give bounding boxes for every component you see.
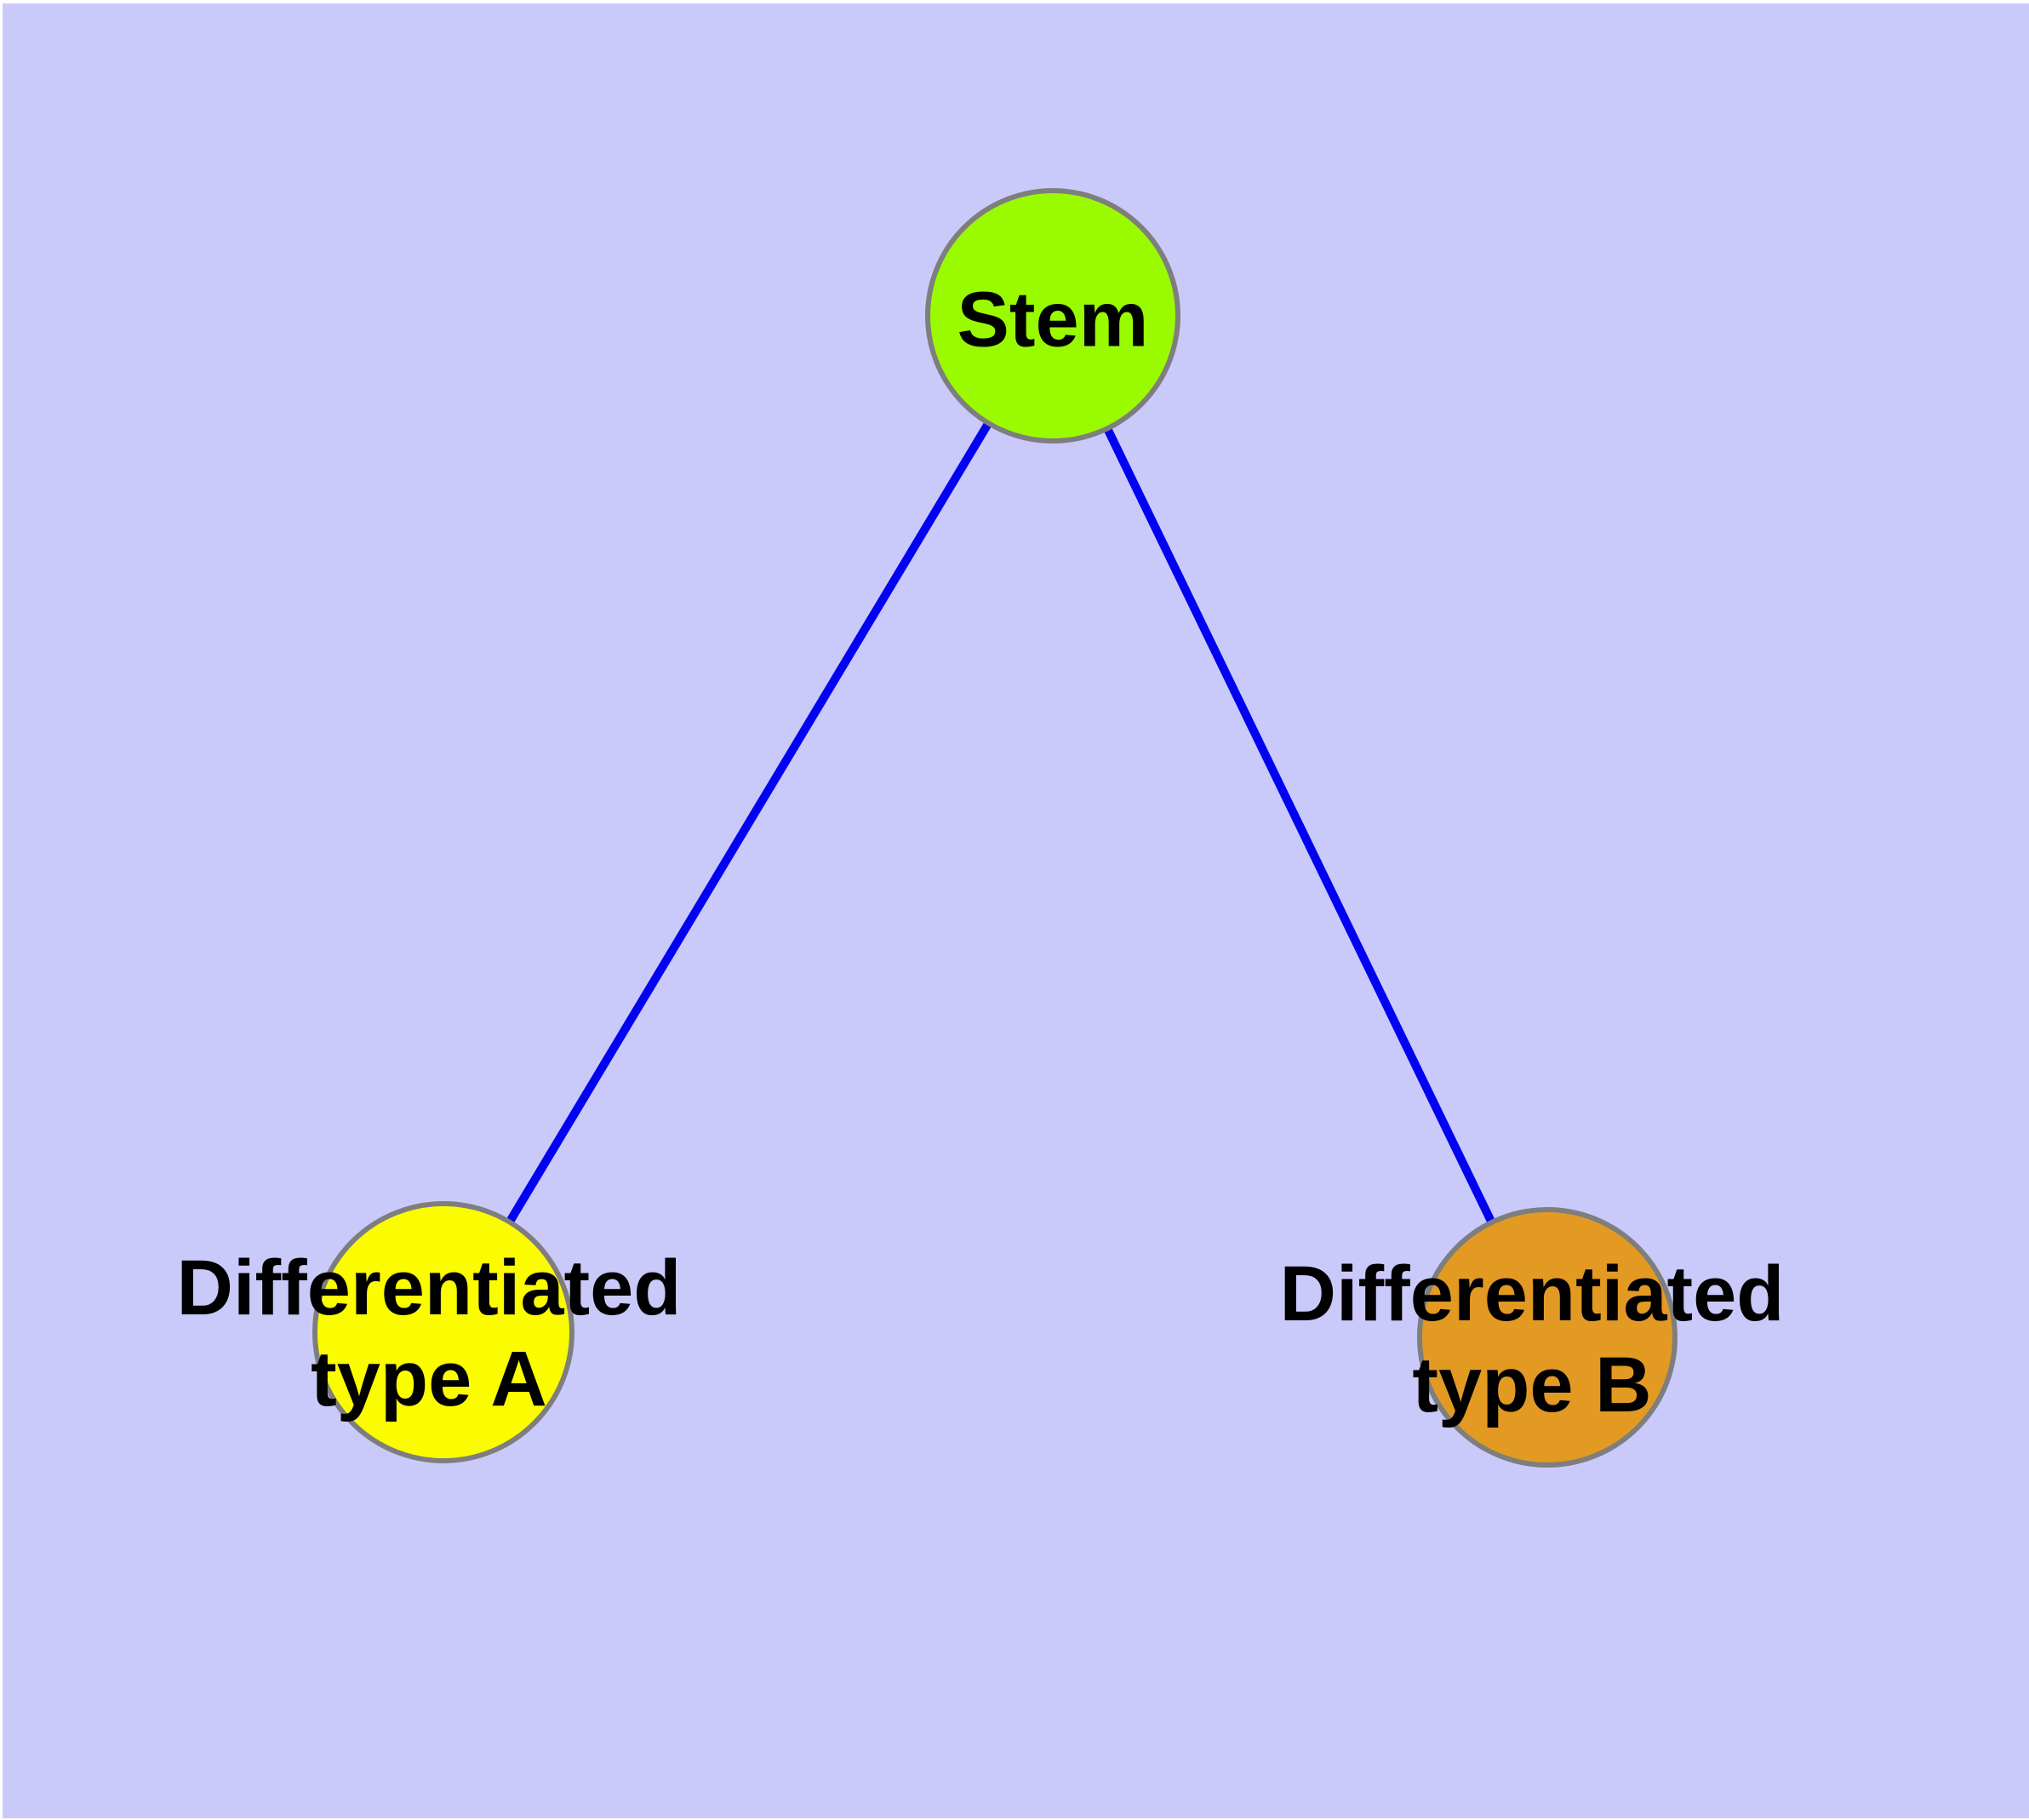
edge-stem-type-b [1049,313,1552,1340]
node-circle-type-b [1417,1207,1677,1468]
node-circle-stem [925,188,1180,444]
node-circle-type-a [312,1201,574,1463]
edge-stem-type-a [439,313,1057,1335]
